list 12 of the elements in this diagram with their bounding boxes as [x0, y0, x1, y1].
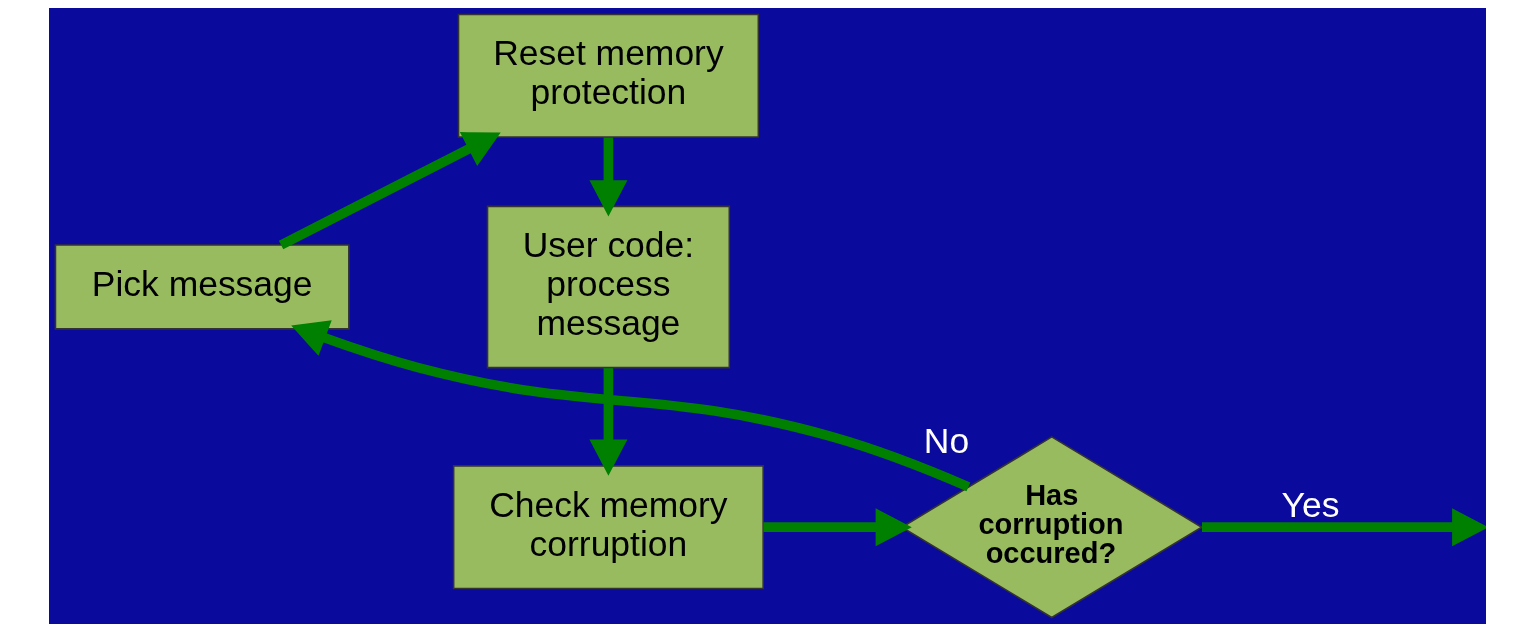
arrow: [291, 320, 971, 492]
edge-label: No: [923, 420, 970, 461]
node-box: Pick message: [54, 244, 350, 330]
arrow: [589, 137, 628, 217]
node-box: Reset memory protection: [457, 13, 760, 138]
edge-label: Yes: [1281, 484, 1340, 525]
node-box: User code: process message: [486, 205, 731, 369]
arrow: [278, 132, 501, 250]
arrow: [1201, 508, 1486, 547]
arrow: [763, 508, 912, 547]
arrow: [589, 368, 628, 476]
node-box: Check memory corruption: [452, 465, 764, 590]
